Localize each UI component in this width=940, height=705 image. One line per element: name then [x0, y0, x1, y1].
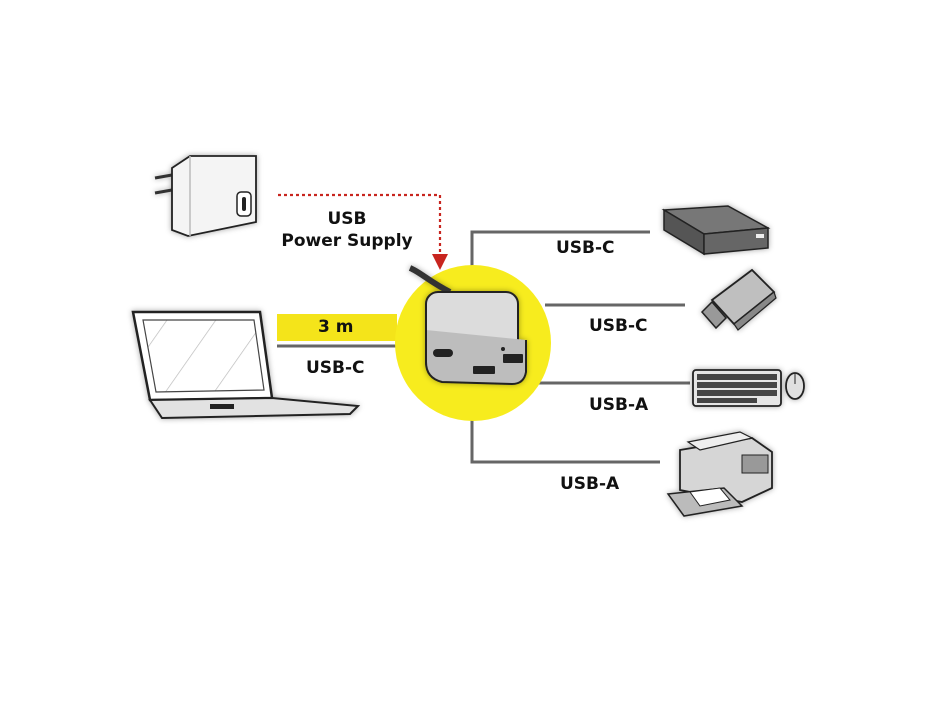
power-supply-label: USB Power Supply: [272, 208, 422, 252]
power-supply-label-line1: USB: [327, 209, 367, 229]
usb-hub-icon: [408, 265, 527, 386]
power-supply-icon: [154, 155, 257, 237]
port-line-4: [470, 418, 660, 464]
laptop-connector-label: USB-C: [306, 358, 365, 378]
cable-length-bar: [277, 314, 397, 341]
port-label-1: USB-C: [556, 238, 615, 258]
port-label-2: USB-C: [589, 316, 648, 336]
power-supply-label-line2: Power Supply: [281, 231, 413, 251]
port-label-3: USB-A: [589, 395, 649, 415]
keyboard-mouse-icon: [692, 369, 805, 407]
laptop-icon: [131, 310, 361, 420]
usb-stick-icon: [700, 268, 777, 331]
external-ssd-icon: [661, 205, 771, 256]
cable-length-label: 3 m: [318, 317, 354, 337]
power-arrow: [278, 193, 448, 270]
port-label-4: USB-A: [560, 474, 620, 494]
printer-icon: [666, 431, 773, 517]
